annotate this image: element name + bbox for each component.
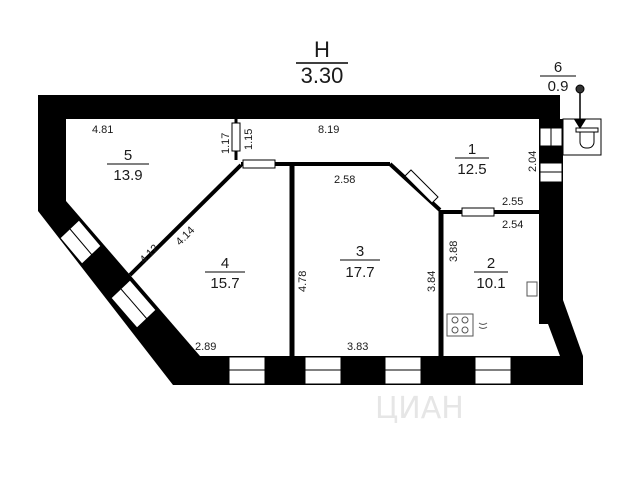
- right-upper-wall: [539, 119, 563, 324]
- dim-4-81: 4.81: [92, 124, 113, 136]
- svg-text:13.9: 13.9: [113, 167, 142, 184]
- svg-text:1: 1: [468, 141, 476, 158]
- dim-3-83: 3.83: [347, 341, 368, 353]
- dim-2-55: 2.55: [502, 196, 523, 208]
- windows: [59, 162, 563, 385]
- room-6-label: 6 0.9: [540, 59, 576, 95]
- toilet-icon: [579, 131, 595, 149]
- door-room1-3: [404, 169, 439, 204]
- watermark: ЦИАН: [375, 391, 464, 426]
- door-room1-4: [242, 159, 276, 169]
- closet-6-fixtures: [562, 84, 602, 156]
- svg-text:0.9: 0.9: [548, 78, 569, 95]
- room-4-label: 4 15.7: [205, 255, 245, 292]
- svg-text:15.7: 15.7: [210, 275, 239, 292]
- top-wall-right: [538, 95, 560, 119]
- room-1-label: 1 12.5: [455, 141, 489, 178]
- dim-2-04: 2.04: [527, 151, 539, 172]
- doors: [231, 122, 563, 217]
- room-5-label: 5 13.9: [107, 147, 149, 184]
- height-label: Н 3.30: [296, 37, 348, 88]
- svg-text:17.7: 17.7: [345, 264, 374, 281]
- height-letter: Н: [314, 37, 330, 62]
- svg-text:2: 2: [487, 255, 495, 272]
- door-room1-2: [461, 207, 495, 217]
- dim-3-88: 3.88: [448, 241, 460, 262]
- dim-3-84: 3.84: [426, 271, 438, 292]
- height-value: 3.30: [301, 63, 344, 88]
- stove-icon: [446, 313, 474, 337]
- kitchen-fixtures: [446, 281, 538, 337]
- wall-room4-5-diagonal: [128, 163, 243, 277]
- svg-text:10.1: 10.1: [476, 275, 505, 292]
- door-room5-4: [231, 122, 241, 152]
- svg-text:4: 4: [221, 255, 229, 272]
- svg-text:6: 6: [554, 59, 562, 76]
- dim-2-89: 2.89: [195, 341, 216, 353]
- dim-2-58: 2.58: [334, 174, 355, 186]
- room-3-label: 3 17.7: [340, 243, 380, 281]
- arrow-dot-icon: [575, 84, 585, 94]
- left-wall: [38, 95, 66, 211]
- svg-text:3: 3: [356, 243, 364, 260]
- dim-1-15: 1.15: [243, 129, 255, 150]
- svg-text:12.5: 12.5: [457, 161, 486, 178]
- sink-icon: [526, 281, 538, 297]
- dim-4-78: 4.78: [297, 271, 309, 292]
- arrow-head-icon: [574, 119, 586, 129]
- right-lower-wall: [539, 300, 583, 356]
- dim-2-54: 2.54: [502, 219, 523, 231]
- top-wall: [38, 95, 538, 119]
- dim-8-19: 8.19: [318, 124, 339, 136]
- room-2-label: 2 10.1: [474, 255, 508, 292]
- exterior-walls: [38, 95, 583, 385]
- dim-1-17: 1.17: [220, 133, 232, 154]
- svg-text:5: 5: [124, 147, 132, 164]
